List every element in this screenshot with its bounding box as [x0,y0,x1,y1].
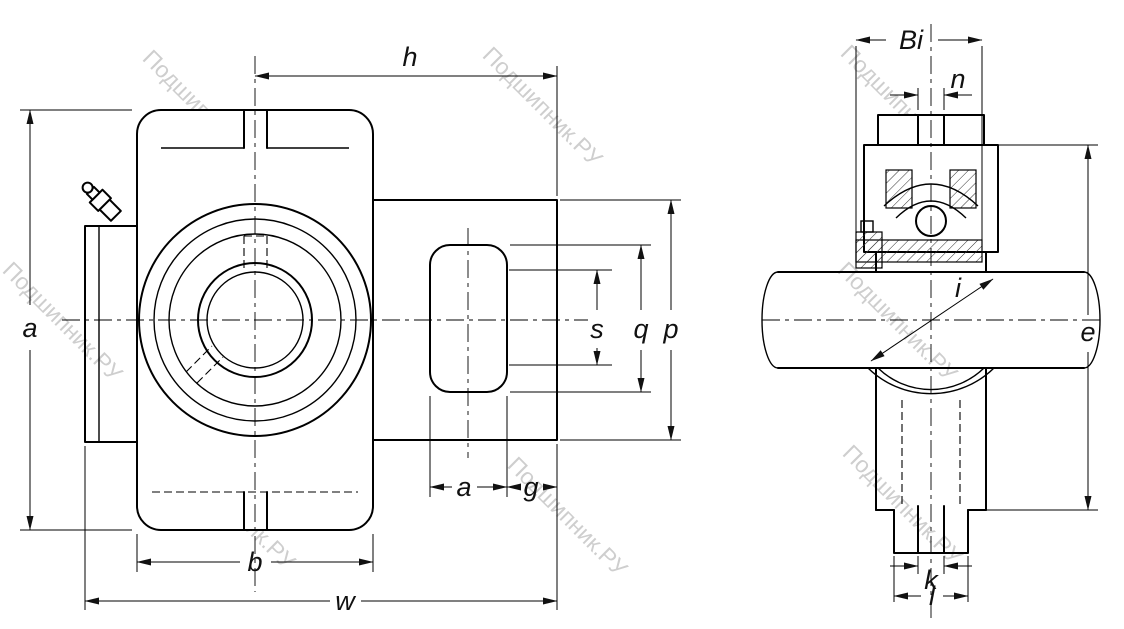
bottom-slot-lines [917,505,945,554]
dim-label-p: p [662,314,678,344]
dim-line-i [870,278,994,362]
extension-line [20,109,132,531]
bottom-guide-slot [152,491,358,531]
dim-label-h: h [402,42,417,72]
watermark: Подшипник.РУ [833,256,963,386]
dim-label-l: l [929,581,936,611]
grub-screw-hidden-lines [185,345,224,384]
side-view [761,24,1102,622]
dim-label-e: e [1080,317,1095,347]
watermark: Подшипник.РУ [0,256,128,386]
take-up-plate [372,199,558,441]
dim-label-n: n [950,64,965,94]
watermark: Подшипник.РУ [503,451,633,581]
set-screw-collar [855,231,883,269]
top-slot-lines [917,114,945,146]
extension-line [510,244,651,393]
grease-fitting-icon [81,181,122,222]
dim-label-g: g [523,472,538,502]
dim-label-a: a [22,313,37,343]
take-up-slot [429,244,508,393]
housing-column [867,251,995,511]
side-dimensions: Bi n i e k l [855,25,1098,611]
watermark: Подшипник.РУ [478,41,608,171]
dim-label-Bi: Bi [899,25,924,55]
set-screw [860,220,874,233]
front-centerlines [62,56,588,592]
dim-label-i: i [955,273,962,303]
front-view [62,56,588,592]
extension-line [429,396,558,610]
top-guide-slot [161,109,349,149]
extension-line [136,534,374,572]
dim-label-b: b [247,547,262,577]
dim-label-k: k [924,565,939,595]
extension-line [986,144,1098,511]
dim-label-a2: a [456,472,471,502]
extension-line [855,46,983,240]
hidden-slot-lines [901,400,961,506]
watermark: Подшипник.РУ [838,439,968,569]
dim-label-s: s [590,314,604,344]
extension-line [560,199,681,441]
dim-label-w: w [335,586,356,616]
set-screw-hidden-lines [243,235,268,272]
dim-label-q: q [633,314,648,344]
front-left-flange [84,225,138,443]
bearing-section [855,169,983,269]
front-dimensions: h a a g b w s q p [20,42,681,616]
